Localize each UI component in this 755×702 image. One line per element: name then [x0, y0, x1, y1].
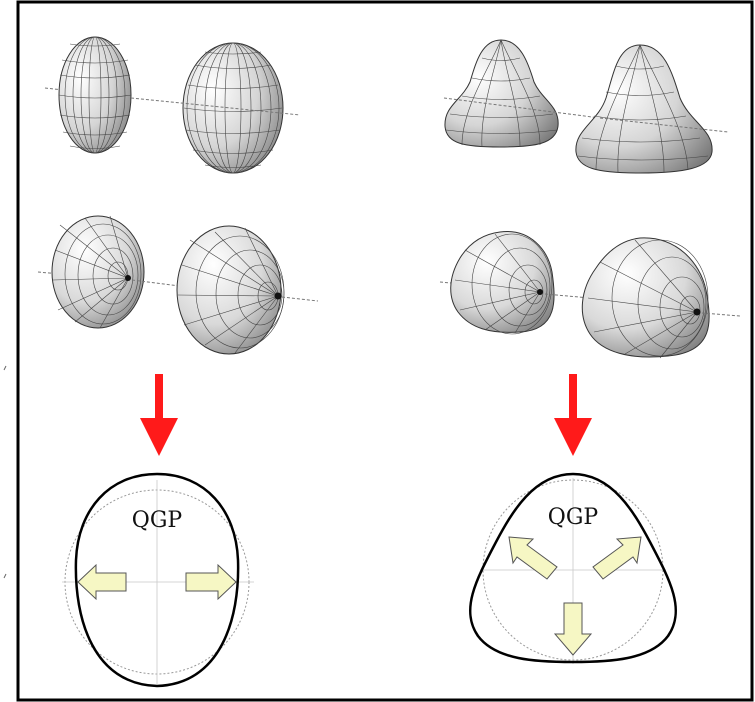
edge-tick [3, 573, 7, 579]
red-down-arrow-left [140, 374, 178, 456]
flow-arrow-upper-right-icon [592, 536, 642, 580]
ellipsoid-nucleus-side-large [130, 42, 301, 174]
qgp-label: QGP [132, 508, 183, 533]
qgp-elliptic-panel: QGP [62, 472, 254, 688]
flow-arrow-upper-left-icon [508, 536, 558, 580]
ellipsoid-nucleus-front-small [37, 215, 181, 329]
qgp-triangular-panel: QGP [469, 472, 677, 664]
edge-tick [3, 365, 7, 371]
qgp-triangular-boundary [469, 472, 677, 664]
flow-arrow-down-icon [553, 602, 593, 656]
ellipsoid-nucleus-side-small [44, 36, 132, 154]
ellipsoid-nucleus-front-large [176, 225, 319, 355]
triangular-nucleus-front-large [581, 237, 741, 359]
triangular-nucleus-side-large [575, 44, 729, 174]
red-down-arrow-right [554, 374, 592, 456]
triangular-nucleus-front-small [439, 231, 591, 335]
qgp-label: QGP [548, 505, 599, 530]
qgp-elliptic-boundary [74, 472, 240, 688]
triangular-nucleus-side-small [443, 39, 601, 148]
flow-arrow-left-icon [77, 563, 127, 601]
flow-arrow-right-icon [185, 563, 237, 601]
